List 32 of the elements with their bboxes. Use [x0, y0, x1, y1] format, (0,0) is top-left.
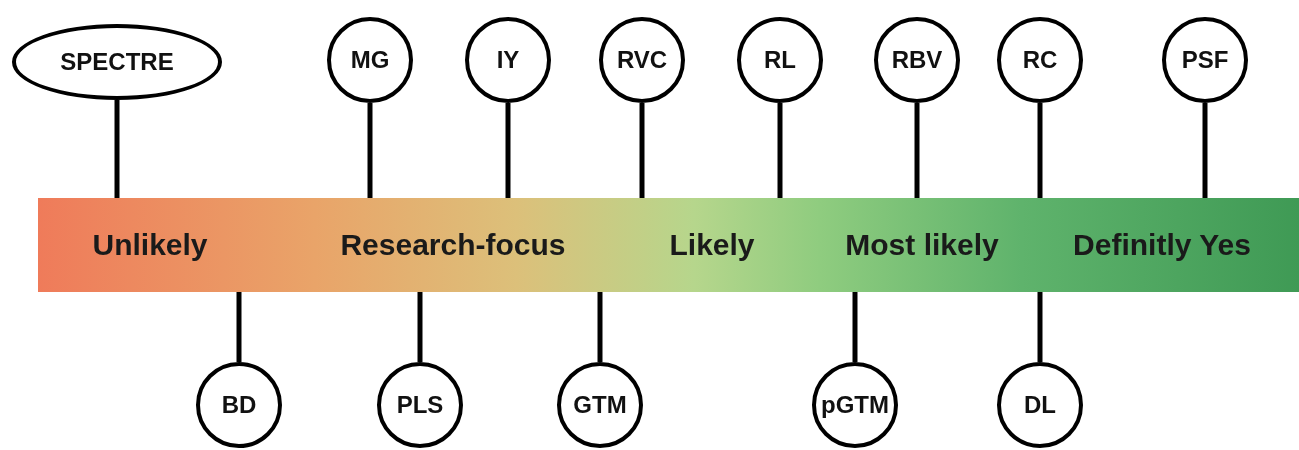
node-label: PSF: [1181, 46, 1229, 74]
node-label: pGTM: [821, 391, 889, 419]
node-label: RBV: [891, 46, 943, 74]
scale-label: Unlikely: [92, 228, 208, 262]
node-label: SPECTRE: [60, 48, 174, 76]
node-label: MG: [350, 46, 390, 74]
scale-label: Most likely: [845, 228, 999, 262]
connector-line: [597, 292, 603, 362]
node-label: IY: [496, 46, 520, 74]
connector-line: [367, 103, 373, 198]
connector-line: [852, 292, 858, 362]
connector-line: [639, 103, 645, 198]
scale-label: Research-focus: [340, 228, 566, 262]
connector-line: [1202, 103, 1208, 198]
node-label: BD: [221, 391, 257, 419]
node-label: RVC: [616, 46, 668, 74]
scale-label: Likely: [669, 228, 755, 262]
connector-line: [417, 292, 423, 362]
node-label: RC: [1022, 46, 1058, 74]
gradient-scale-bar: [38, 198, 1299, 292]
connector-line: [114, 100, 120, 198]
connector-line: [914, 103, 920, 198]
connector-line: [777, 103, 783, 198]
scale-label: Definitly Yes: [1073, 228, 1251, 262]
connector-line: [1037, 103, 1043, 198]
connector-line: [505, 103, 511, 198]
connector-line: [236, 292, 242, 362]
node-label: RL: [764, 46, 796, 74]
node-label: DL: [1024, 391, 1056, 419]
connector-line: [1037, 292, 1043, 362]
node-label: PLS: [396, 391, 444, 419]
node-label: GTM: [573, 391, 627, 419]
